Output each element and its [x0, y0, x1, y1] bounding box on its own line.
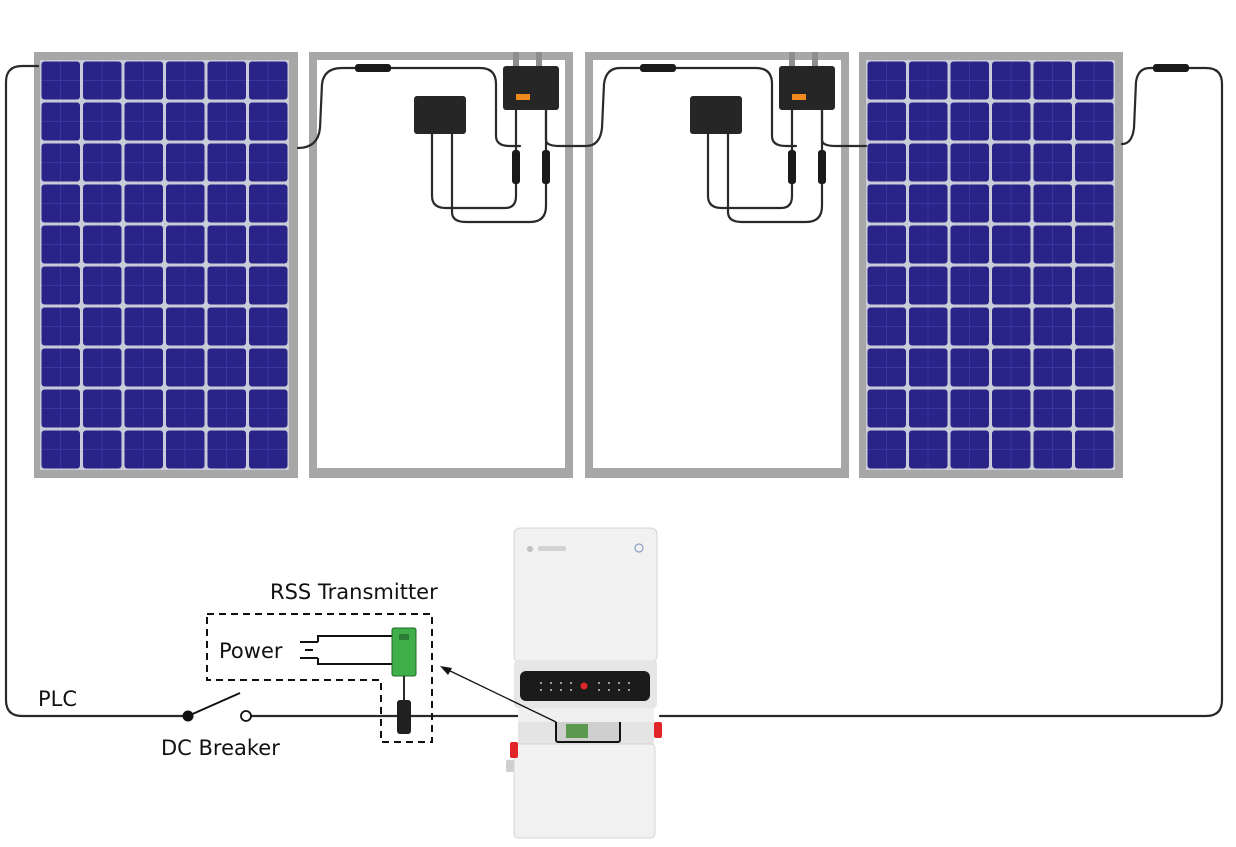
inverter-icon: [506, 527, 662, 839]
connector-icon: [355, 64, 1189, 184]
power-label: Power: [219, 639, 283, 663]
dc-string-wiring: [4, 64, 1224, 718]
plc-label: PLC: [38, 687, 77, 711]
solar-panel-front-icon: [859, 52, 1123, 478]
rss-transmitter-label: RSS Transmitter: [270, 580, 438, 604]
switch-symbol-icon: [182, 692, 252, 722]
rss-transmitter-box: [206, 613, 433, 743]
battery-symbol-icon: [300, 635, 394, 665]
solar-panel-front-icon: [34, 52, 298, 478]
dc-breaker-label: DC Breaker: [161, 736, 280, 760]
pointer-arrow: [440, 666, 557, 723]
junction-box-icon: [414, 66, 835, 134]
current-clamp-icon: [397, 700, 411, 734]
